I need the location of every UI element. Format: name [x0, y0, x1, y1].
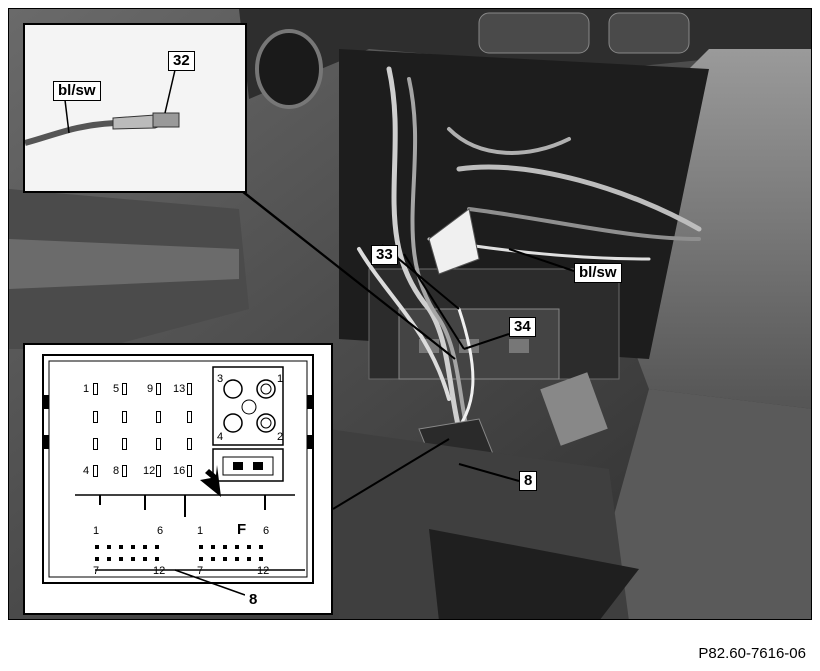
- pin-slot: [156, 438, 161, 450]
- inset-connector-detail: 32 bl/sw: [23, 23, 247, 193]
- pin-label-4: 4: [83, 465, 90, 477]
- pin-slot: [187, 383, 192, 395]
- pin-slot: [187, 411, 192, 423]
- coax-label-1: 1: [277, 373, 284, 385]
- pin-slot: [93, 465, 98, 477]
- callout-34: 34: [509, 317, 536, 337]
- lower-right-label-7: 7: [197, 565, 204, 577]
- lower-left-label-12: 12: [153, 565, 166, 577]
- pin-label-5: 5: [113, 383, 120, 395]
- coax-label-4: 4: [217, 431, 224, 443]
- coax-label-2: 2: [277, 431, 284, 443]
- pin-label-1: 1: [83, 383, 90, 395]
- lower-left-label-1: 1: [93, 525, 100, 537]
- pin-slot: [187, 465, 192, 477]
- pin-slot: [122, 383, 127, 395]
- lower-left-label-7: 7: [93, 565, 100, 577]
- pin-label-9: 9: [147, 383, 154, 395]
- pin-slot: [156, 465, 161, 477]
- photo-background: [9, 9, 811, 619]
- callout-32: 32: [168, 51, 195, 71]
- pin-label-12: 12: [143, 465, 156, 477]
- pin-slot: [122, 438, 127, 450]
- callout-8-main: 8: [519, 471, 538, 491]
- label-f: F: [237, 521, 247, 538]
- pin-slot: [156, 411, 161, 423]
- lower-right-label-1: 1: [197, 525, 204, 537]
- coax-label-3: 3: [217, 373, 224, 385]
- inset-wire-illustration: [25, 25, 245, 191]
- pin-slot: [156, 383, 161, 395]
- pin-slot: [93, 438, 98, 450]
- photo-figure: 32 bl/sw: [8, 8, 812, 620]
- figure-caption: P82.60-7616-06: [698, 645, 806, 662]
- lower-right-label-12: 12: [257, 565, 270, 577]
- callout-8-inset: 8: [245, 591, 262, 609]
- callout-33: 33: [371, 245, 398, 265]
- pin-slot: [122, 465, 127, 477]
- pin-slot: [187, 438, 192, 450]
- pin-label-8: 8: [113, 465, 120, 477]
- lower-right-label-6: 6: [263, 525, 270, 537]
- inset-connector-pinout: 1 5 9 13 4 8 12 16 3 1 4 2 F 1 6 7 12: [23, 343, 333, 615]
- pin-label-16: 16: [173, 465, 186, 477]
- pin-label-13: 13: [173, 383, 186, 395]
- lower-left-label-6: 6: [157, 525, 164, 537]
- pin-slot: [122, 411, 127, 423]
- pin-slot: [93, 411, 98, 423]
- callout-blsw-right: bl/sw: [574, 263, 622, 283]
- pin-slot: [93, 383, 98, 395]
- callout-blsw-top: bl/sw: [53, 81, 101, 101]
- connector-outline: [42, 354, 314, 596]
